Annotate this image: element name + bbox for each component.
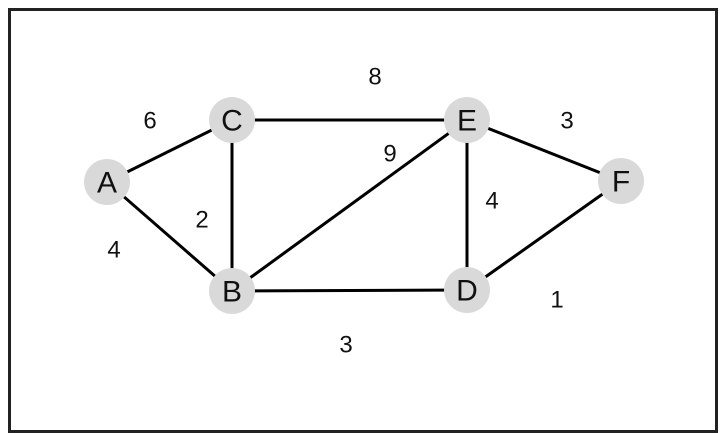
node-C: C — [209, 97, 255, 143]
edge-weight-B-D: 3 — [339, 332, 352, 359]
edge-A-B — [106, 180, 233, 293]
node-F: F — [598, 158, 644, 204]
node-D: D — [444, 267, 490, 313]
node-circle — [444, 267, 490, 313]
node-B: B — [209, 268, 255, 314]
edge-B-D — [231, 288, 468, 293]
node-label: E — [457, 105, 477, 138]
node-circle — [209, 97, 255, 143]
edge-E-F — [466, 118, 622, 183]
edge-A-C — [106, 118, 233, 184]
node-label: B — [222, 276, 242, 309]
node-A: A — [84, 159, 130, 205]
node-label: C — [221, 105, 243, 138]
edge-weight-A-C: 6 — [143, 108, 156, 135]
edge-weight-C-E: 8 — [368, 64, 381, 91]
node-label: A — [97, 167, 117, 200]
node-circle — [84, 159, 130, 205]
edge-weight-C-B: 2 — [195, 207, 208, 234]
diagram-frame — [8, 8, 718, 433]
node-E: E — [444, 97, 490, 143]
edge-D-F — [466, 179, 622, 292]
node-circle — [444, 97, 490, 143]
edge-weight-A-B: 4 — [107, 237, 120, 264]
node-circle — [209, 268, 255, 314]
node-circle — [598, 158, 644, 204]
node-label: F — [612, 166, 630, 199]
edge-weight-E-F: 3 — [560, 108, 573, 135]
edge-weight-D-F: 1 — [550, 287, 563, 314]
edge-B-E — [231, 118, 468, 293]
edge-weight-E-D: 4 — [485, 188, 498, 215]
node-label: D — [456, 275, 478, 308]
edge-weight-B-E: 9 — [383, 141, 396, 168]
